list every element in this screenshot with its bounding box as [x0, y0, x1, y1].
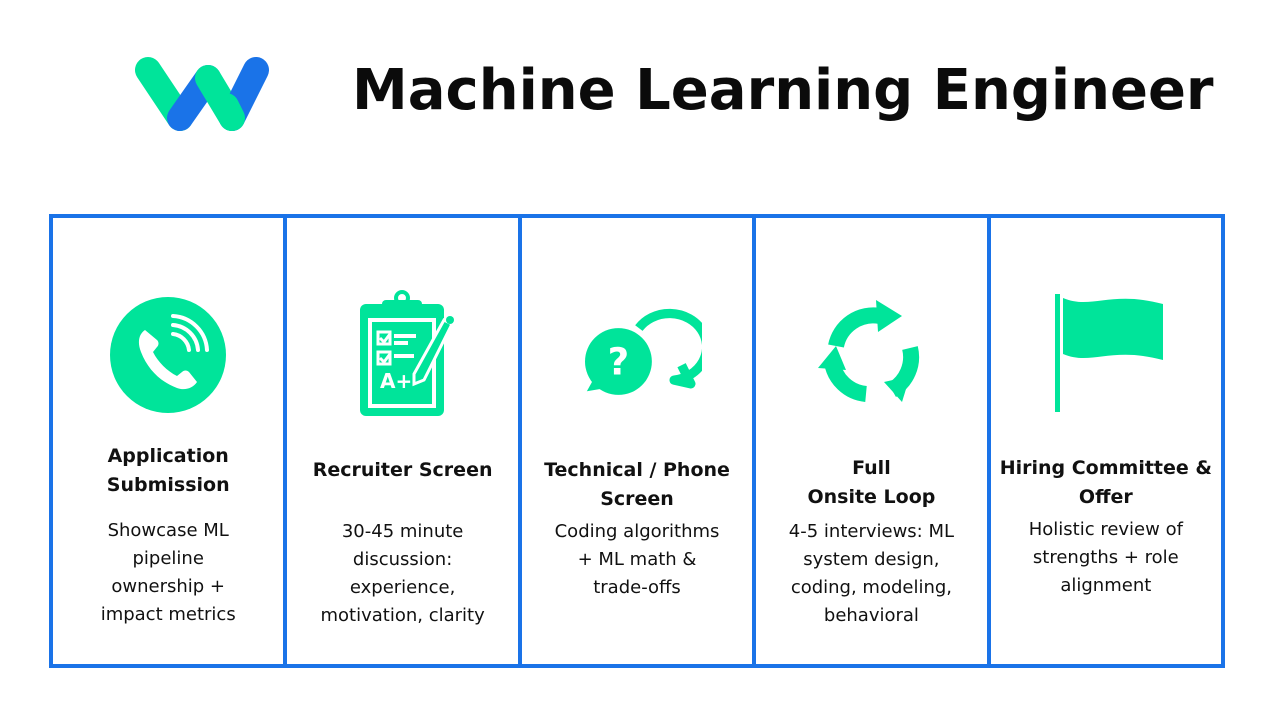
process-steps: Application Submission Showcase ML pipel… — [49, 214, 1226, 668]
step-heading: Application Submission — [106, 445, 230, 496]
step-description: Showcase ML pipeline ownership + impact … — [100, 520, 236, 625]
page-title: Machine Learning Engineer — [352, 58, 1214, 123]
step-heading: Hiring Committee & Offer — [999, 457, 1212, 508]
step-recruiter-screen: A+ Recruiter Screen 30-45 minute discuss… — [283, 214, 522, 668]
logo — [135, 57, 269, 131]
step-description: Coding algorithms + ML math & trade-offs — [554, 521, 720, 598]
step-hiring-committee-offer: Hiring Committee & Offer Holistic review… — [986, 214, 1226, 668]
svg-text:A+: A+ — [380, 369, 412, 393]
question-chat-icon: ? — [585, 308, 703, 395]
clipboard-icon: A+ — [359, 290, 454, 416]
step-description: 4-5 interviews: ML system design, coding… — [788, 521, 955, 626]
step-full-onsite-loop: Full Onsite Loop 4-5 interviews: ML syst… — [752, 214, 991, 668]
step-heading: Full Onsite Loop — [807, 457, 936, 508]
step-application-submission: Application Submission Showcase ML pipel… — [49, 214, 288, 668]
step-description: Holistic review of strengths + role alig… — [1028, 519, 1183, 596]
flag-icon — [1054, 294, 1163, 412]
phone-icon — [110, 297, 227, 413]
cycle-arrows-icon — [818, 300, 920, 402]
svg-text:?: ? — [608, 341, 630, 384]
step-description: 30-45 minute discussion: experience, mot… — [320, 521, 485, 626]
step-heading: Recruiter Screen — [312, 459, 493, 481]
step-technical-phone-screen: ? Technical / Phone Screen Coding algori… — [517, 214, 757, 668]
step-heading: Technical / Phone Screen — [544, 459, 730, 510]
